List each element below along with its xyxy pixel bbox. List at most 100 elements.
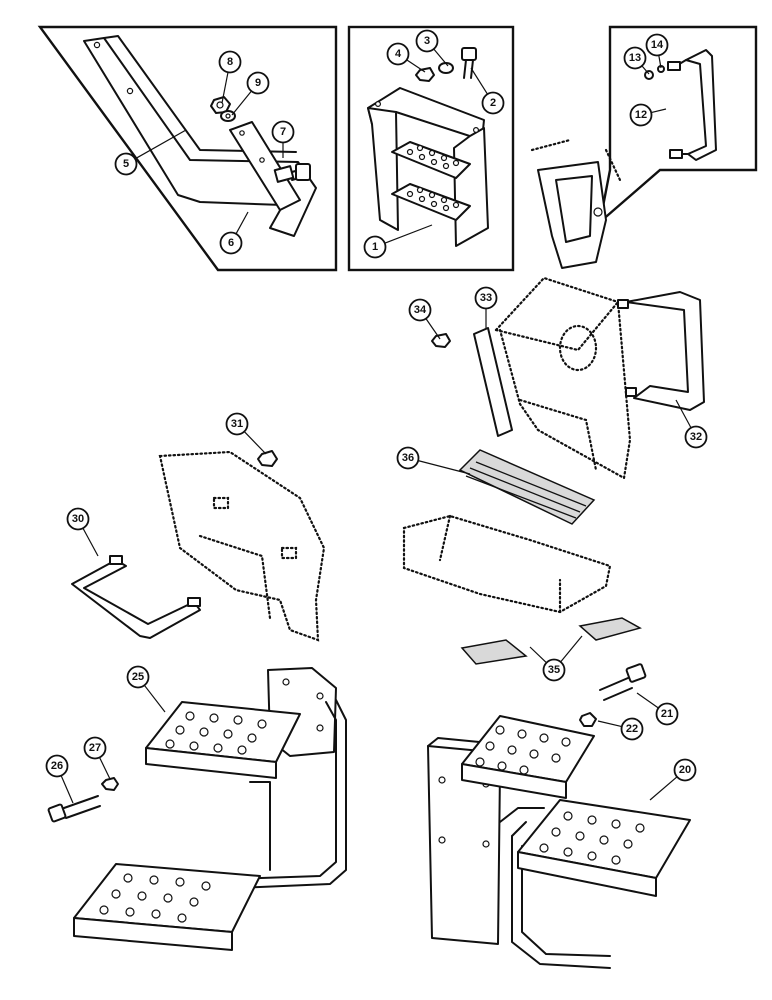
- leader-line: [134, 129, 187, 160]
- callout-number: 13: [629, 52, 641, 64]
- callout-number: 32: [690, 431, 702, 443]
- callout-35: 35: [529, 635, 583, 682]
- callout-bubble: [408, 298, 432, 322]
- cab-panel: [494, 276, 632, 480]
- callout-4: 4: [386, 42, 426, 73]
- leader-line: [651, 108, 667, 114]
- inset-bracket-frame: [37, 25, 338, 272]
- leader-line: [60, 775, 74, 804]
- callout-number: 26: [51, 760, 63, 772]
- callout-layer: 5678912341213143433323631303525212220262…: [45, 29, 708, 804]
- bolt-26: [47, 795, 101, 823]
- callout-number: 3: [424, 35, 430, 47]
- leader-line: [649, 776, 678, 801]
- callout-bubble: [114, 152, 138, 176]
- callout-number: 21: [661, 708, 673, 720]
- callout-1: 1: [363, 224, 433, 259]
- leader-line: [658, 55, 662, 69]
- step-platform: [402, 514, 612, 614]
- callout-number: 20: [679, 764, 691, 776]
- callout-bubble: [83, 736, 107, 760]
- callout-5: 5: [114, 129, 187, 176]
- handle-32: [617, 291, 705, 411]
- leader-line: [529, 646, 547, 664]
- callout-bubble: [655, 702, 679, 726]
- callout-3: 3: [415, 29, 449, 67]
- leader-line: [675, 399, 692, 429]
- callout-2: 2: [470, 67, 505, 115]
- callout-bubble: [415, 29, 439, 53]
- callout-30: 30: [66, 507, 99, 557]
- nut-34: [431, 333, 451, 348]
- callout-bubble: [396, 446, 420, 470]
- callout-bubble: [629, 103, 653, 127]
- callout-26: 26: [45, 754, 74, 804]
- leader-line: [597, 720, 622, 728]
- callout-bubble: [645, 33, 669, 57]
- callout-number: 35: [548, 664, 560, 676]
- callout-21: 21: [636, 692, 679, 726]
- callout-7: 7: [271, 120, 295, 158]
- bolt-2: [461, 47, 477, 79]
- leader-line: [99, 757, 111, 780]
- nut-27: [101, 777, 119, 791]
- leader-line: [82, 527, 99, 557]
- step-assembly-20: [427, 715, 691, 969]
- left-panel: [158, 450, 326, 642]
- leader-line: [560, 635, 583, 663]
- callout-number: 5: [123, 158, 129, 170]
- callout-bubble: [623, 46, 647, 70]
- bracket-assembly: [83, 35, 317, 237]
- callout-36: 36: [396, 446, 471, 475]
- nut-22: [579, 712, 597, 727]
- pads-35: [460, 617, 642, 665]
- callout-33: 33: [474, 286, 498, 329]
- callout-bubble: [474, 286, 498, 310]
- callout-bubble: [620, 717, 644, 741]
- leader-line: [636, 692, 659, 709]
- callout-31: 31: [225, 412, 267, 455]
- step-assembly-1: [367, 47, 489, 247]
- callout-bubble: [246, 71, 270, 95]
- callout-number: 6: [228, 237, 234, 249]
- callout-number: 14: [651, 39, 664, 51]
- callout-number: 22: [626, 723, 638, 735]
- upper-tread-25-holes: [165, 711, 267, 755]
- callout-14: 14: [645, 33, 669, 69]
- upper-tread-20-holes: [475, 725, 571, 775]
- cab-post: [530, 138, 622, 269]
- handle-30: [71, 555, 201, 639]
- callout-9: 9: [231, 71, 270, 116]
- callout-number: 2: [490, 97, 496, 109]
- leader-line: [641, 65, 650, 75]
- callout-12: 12: [629, 103, 667, 127]
- callout-number: 1: [372, 241, 378, 253]
- callout-32: 32: [675, 399, 708, 449]
- lower-tread-20-holes: [539, 811, 645, 865]
- callout-bubble: [218, 50, 242, 74]
- leader-line: [231, 90, 252, 116]
- callout-number: 7: [280, 126, 286, 138]
- nut-4: [415, 67, 435, 82]
- callout-bubble: [126, 665, 150, 689]
- washer-9: [220, 110, 236, 122]
- lower-tread-25-holes: [99, 873, 211, 923]
- leader-line: [425, 318, 441, 340]
- callout-number: 25: [132, 671, 144, 683]
- callout-number: 36: [402, 452, 414, 464]
- callout-bubble: [386, 42, 410, 66]
- callout-bubble: [45, 754, 69, 778]
- callout-bubble: [66, 507, 90, 531]
- callout-number: 34: [414, 304, 427, 316]
- upper-tread-holes: [406, 144, 460, 170]
- callout-34: 34: [408, 298, 441, 340]
- strap-33: [473, 327, 513, 437]
- step-assembly-25: [73, 667, 347, 951]
- callout-8: 8: [218, 50, 242, 104]
- leader-line: [384, 224, 433, 244]
- callout-bubble: [542, 658, 566, 682]
- leader-line: [418, 460, 471, 475]
- callout-22: 22: [597, 717, 644, 741]
- callout-13: 13: [623, 46, 650, 75]
- leader-line: [406, 59, 426, 73]
